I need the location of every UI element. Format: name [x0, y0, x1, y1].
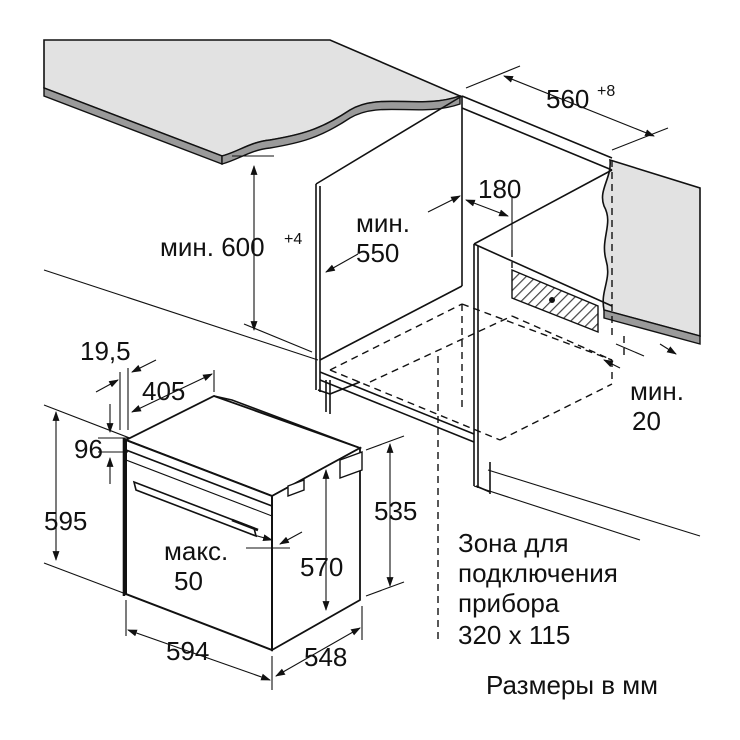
- label-niche-width: 560: [546, 84, 589, 114]
- label-min-550-line2: 550: [356, 238, 399, 268]
- label-zone-line4: 320 x 115: [458, 620, 570, 650]
- label-min-550-line1: мин.: [356, 208, 410, 238]
- label-units: Размеры в мм: [486, 670, 658, 700]
- label-depth-548: 548: [304, 642, 347, 672]
- dimension-lines: [52, 65, 677, 690]
- label-front-96: 96: [74, 434, 103, 464]
- oven: [122, 395, 363, 652]
- label-min-height: мин. 600: [160, 232, 265, 262]
- label-min-20-line2: 20: [632, 406, 661, 436]
- dimension-labels: 560 +8 мин. 600 +4 мин. 550 180 мин. 20 …: [44, 83, 684, 700]
- label-height-570: 570: [300, 552, 343, 582]
- label-min-20-line1: мин.: [630, 376, 684, 406]
- label-zone-line3: прибора: [458, 588, 560, 618]
- label-width-594: 594: [166, 636, 209, 666]
- label-front-19-5: 19,5: [80, 336, 131, 366]
- connection-zone-dashed: [329, 160, 625, 640]
- label-zone-line2: подключения: [458, 558, 618, 588]
- label-max-50-line1: макс.: [164, 536, 228, 566]
- label-front-405: 405: [142, 376, 185, 406]
- label-zone-line1: Зона для: [458, 528, 569, 558]
- countertop-right: [601, 158, 701, 345]
- countertop-left: [43, 39, 463, 166]
- ventilation-slot: [511, 268, 599, 334]
- label-niche-width-tol: +8: [597, 83, 615, 100]
- label-min-height-tol: +4: [284, 231, 302, 248]
- label-vent-180: 180: [478, 174, 521, 204]
- label-height-595: 595: [44, 506, 87, 536]
- label-height-535: 535: [374, 496, 417, 526]
- label-max-50-line2: 50: [174, 566, 203, 596]
